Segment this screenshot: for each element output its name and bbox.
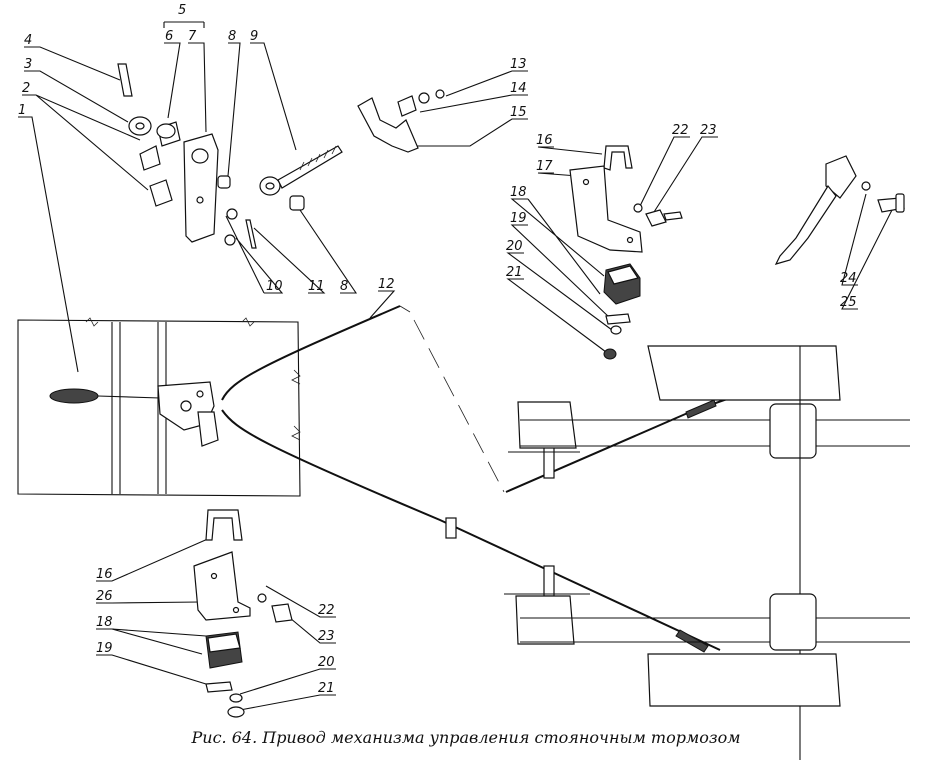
callout-20-top: 20	[506, 239, 523, 254]
lever-plate	[825, 155, 857, 199]
axle-hub-top	[769, 403, 817, 459]
eye-bolt-9	[259, 145, 343, 196]
callout-16-top: 16	[536, 133, 553, 148]
washer-22-top	[633, 203, 643, 213]
callout-19-top: 19	[510, 211, 527, 226]
spring-block-top	[647, 345, 841, 401]
callout-23-top: 23	[700, 123, 717, 138]
nut-21-top	[603, 348, 617, 360]
callout-22-top: 22	[672, 123, 689, 138]
cable-clip-a	[445, 517, 457, 539]
callout-25: 25	[840, 295, 857, 310]
cab-floor-panel	[17, 317, 301, 497]
callout-21-bottom: 21	[318, 681, 335, 696]
callout-17: 17	[536, 159, 553, 174]
lever-parts	[117, 63, 343, 249]
callout-2: 2	[22, 81, 30, 96]
washer-10b	[224, 234, 236, 246]
bolt-23-bottom	[271, 603, 293, 623]
washer-20-top	[610, 325, 622, 335]
spring-block-bottom	[647, 653, 841, 707]
callout-labels: 4 3 2 1 5 6 7 8 9 10 11 8 12 13 14 15 16…	[18, 3, 857, 696]
bracket-26	[193, 551, 251, 621]
leader-lines	[18, 21, 893, 711]
axle-hub-bottom	[769, 593, 817, 651]
callout-16-bottom: 16	[96, 567, 113, 582]
callout-7: 7	[188, 29, 197, 44]
shim-19-bottom	[205, 681, 233, 693]
callout-15: 15	[510, 105, 527, 120]
nut-13	[418, 92, 430, 104]
pin-2a	[139, 145, 161, 171]
bushing-8-top	[217, 175, 231, 189]
callout-9: 9	[250, 29, 258, 44]
figure-caption: Рис. 64. Привод механизма управления сто…	[191, 728, 741, 747]
callout-3: 3	[24, 57, 32, 72]
bushing-14	[397, 95, 417, 117]
cotter-pin-4	[117, 63, 133, 97]
handle-1	[49, 388, 99, 404]
u-bolt-16-bottom	[205, 509, 243, 541]
callout-8-bottom: 8	[340, 279, 348, 294]
callout-5: 5	[178, 3, 186, 18]
washer-22-bottom	[257, 593, 267, 603]
bushing-8-bottom	[289, 195, 305, 211]
shim-19-top	[605, 313, 631, 325]
callout-21-top: 21	[506, 265, 523, 280]
callout-4: 4	[24, 33, 32, 48]
callout-18-bottom: 18	[96, 615, 113, 630]
spring-rear-bottom	[675, 629, 709, 653]
washer-20-bottom	[229, 693, 243, 703]
spring-rear-top	[685, 399, 717, 419]
nut-21-bottom	[227, 706, 245, 718]
brake-cable-12	[221, 305, 731, 653]
u-bolt-16-top	[603, 145, 633, 171]
washer-10a	[226, 208, 238, 220]
callout-8-top: 8	[228, 29, 236, 44]
clamp-assembly-top	[569, 145, 683, 360]
bracket-15	[357, 97, 419, 153]
callout-18-top: 18	[510, 185, 527, 200]
callout-14: 14	[510, 81, 527, 96]
callout-1: 1	[18, 103, 26, 118]
brake-lever-end	[774, 155, 905, 265]
bracket-17	[569, 165, 643, 253]
callout-26: 26	[96, 589, 113, 604]
callout-20-bottom: 20	[318, 655, 335, 670]
callout-12: 12	[378, 277, 395, 292]
callout-22-bottom: 22	[318, 603, 335, 618]
callout-6: 6	[165, 29, 173, 44]
pin-2b	[149, 179, 173, 207]
guide-bracket-parts	[357, 89, 445, 153]
callout-23-bottom: 23	[318, 629, 335, 644]
clamp-assembly-bottom	[193, 509, 293, 718]
callout-19-bottom: 19	[96, 641, 113, 656]
washer-24	[861, 181, 871, 191]
lever-7	[183, 133, 219, 243]
callout-10: 10	[266, 279, 283, 294]
bolt-23-top	[645, 209, 667, 227]
cable-clip-b	[543, 565, 555, 597]
cotter-pin-11	[245, 219, 257, 249]
cable-clip-c	[543, 445, 555, 479]
callout-13: 13	[510, 57, 527, 72]
rear-frame	[504, 345, 910, 760]
